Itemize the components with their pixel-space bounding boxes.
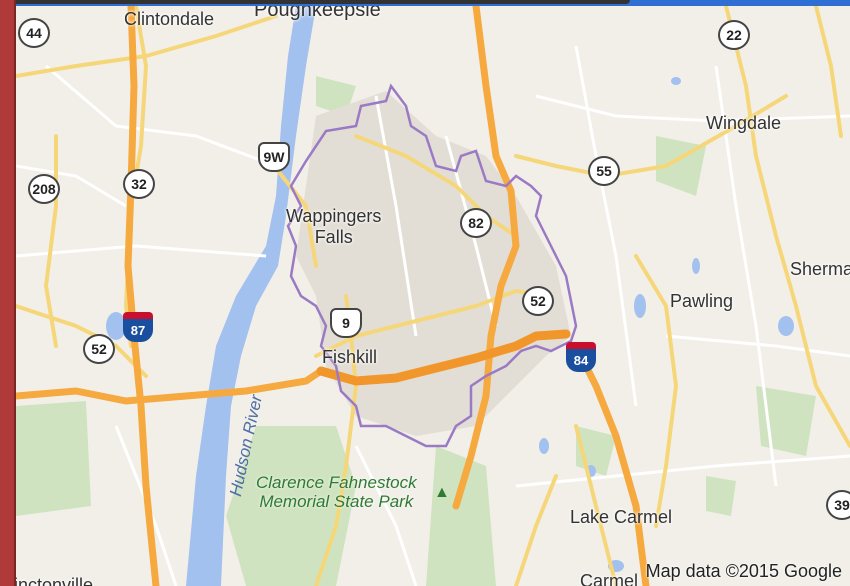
route-39-shield: 39: [826, 490, 850, 520]
place-lake-carmel: Lake Carmel: [570, 507, 673, 527]
window-top-bar: [0, 0, 850, 6]
park-tree-icon: ▲: [434, 484, 450, 501]
route-22-shield: 22: [718, 20, 750, 50]
left-sidebar-strip: [0, 0, 16, 586]
interstate-87-shield: 87: [123, 312, 153, 342]
interstate-87-number: 87: [123, 319, 153, 342]
place-poughkeepsie: Poughkeepsie: [254, 6, 381, 21]
park-label: Clarence Fahnestock Memorial State Park: [256, 473, 417, 511]
route-52-west-shield: 52: [83, 334, 115, 364]
place-pawling: Pawling: [670, 291, 734, 311]
map-base: [16, 6, 850, 586]
route-32-shield: 32: [123, 169, 155, 199]
route-52-east-shield: 52: [522, 286, 554, 316]
forest-areas: [16, 76, 816, 586]
place-fishkill: Fishkill: [322, 347, 378, 367]
place-wingdale: Wingdale: [706, 113, 782, 133]
route-82-shield: 82: [460, 208, 492, 238]
place-carmel: Carmel: [580, 571, 639, 586]
map-view[interactable]: 44 22 208 32 9W 82 55 52 52 9 39 87 84 C…: [16, 6, 850, 586]
map-attribution: Map data ©2015 Google: [645, 561, 842, 581]
interstate-84-number: 84: [566, 349, 596, 372]
route-55-shield: 55: [588, 156, 620, 186]
place-wappingers-falls: Wappingers Falls: [286, 206, 382, 247]
route-9w-shield: 9W: [258, 142, 290, 172]
interstate-84-shield: 84: [566, 342, 596, 372]
place-sherman: Sherma: [790, 259, 850, 279]
route-208-shield: 208: [28, 174, 60, 204]
route-44-shield: 44: [18, 18, 50, 48]
place-clintondale: Clintondale: [124, 9, 215, 29]
route-9-shield: 9: [330, 308, 362, 338]
fishkill-boundary: [286, 83, 578, 448]
place-cut-off-bottom-left: inctonville: [16, 575, 94, 586]
window-top-bar-inner: [0, 0, 630, 4]
